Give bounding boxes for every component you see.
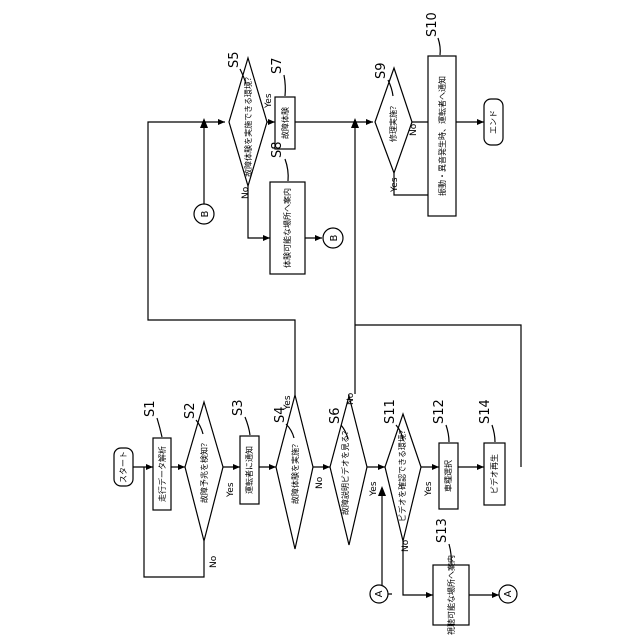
s6-label: 故障説明ビデオを見る？ xyxy=(340,427,350,515)
s11-no-label: No xyxy=(401,539,411,552)
step-label-s9: S9 xyxy=(374,62,389,79)
s5-yes-label: Yes xyxy=(264,93,274,109)
s7-label: 故障体験 xyxy=(280,107,290,139)
step-label-s13: S13 xyxy=(435,518,450,543)
flow-lines xyxy=(133,118,521,595)
step-label-s1: S1 xyxy=(143,400,158,417)
s4-yes-label: Yes xyxy=(283,395,293,411)
step-label-s6: S6 xyxy=(328,407,343,424)
step-label-s7: S7 xyxy=(270,57,285,74)
end-label: エンド xyxy=(489,110,498,134)
s3-label: 運転者に通知 xyxy=(244,446,254,494)
step-label-s3: S3 xyxy=(231,399,246,416)
step-label-s8: S8 xyxy=(270,141,285,158)
step-label-s5: S5 xyxy=(227,51,242,68)
s11-label: ビデオを確認できる環境？ xyxy=(397,426,407,522)
s12-label: 車種選択 xyxy=(443,460,453,492)
s10-label: 振動・異音発生時、運転者へ通知 xyxy=(437,76,447,196)
connector-b-right-label: B xyxy=(329,234,340,241)
step-label-s12: S12 xyxy=(432,399,447,424)
start-label: スタート xyxy=(119,451,128,483)
s9-label: 修理実施？ xyxy=(388,102,398,142)
step-label-s10: S10 xyxy=(425,12,440,37)
s5-no-label: No xyxy=(241,186,251,199)
step-label-s14: S14 xyxy=(478,399,493,424)
s6-yes-label: Yes xyxy=(369,481,379,497)
step-label-s11: S11 xyxy=(383,399,398,424)
s13-label: 視聴可能な場所へ案内 xyxy=(446,555,456,635)
s2-no-label: No xyxy=(209,555,219,568)
connector-a-right-label: A xyxy=(503,590,514,597)
s2-label: 故障予兆を検知？ xyxy=(199,439,209,503)
s1-label: 走行データ解析 xyxy=(157,446,167,502)
s14-label: ビデオ再生 xyxy=(489,454,499,494)
s9-yes-label: Yes xyxy=(390,177,400,193)
s11-yes-label: Yes xyxy=(424,481,434,497)
s5-label: 故障体験を実施できる環境？ xyxy=(243,73,253,177)
connector-b-left-label: B xyxy=(200,210,211,217)
s2-yes-label: Yes xyxy=(226,482,236,498)
s4-label: 故障体験を実施？ xyxy=(290,440,300,504)
s6-no-label: No xyxy=(346,392,356,405)
s4-no-label: No xyxy=(315,476,325,489)
step-label-s2: S2 xyxy=(183,402,198,419)
s8-label: 体験可能な場所へ案内 xyxy=(282,188,292,268)
connector-a-left-label: A xyxy=(374,590,385,597)
s9-no-label: No xyxy=(409,123,419,136)
